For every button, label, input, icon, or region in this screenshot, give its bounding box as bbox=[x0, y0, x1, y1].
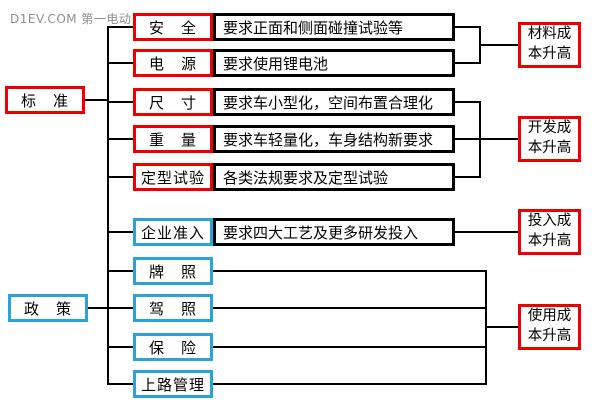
bracket3-line-insurance bbox=[212, 346, 487, 348]
branch-line-power bbox=[107, 62, 134, 64]
branch-line-enterprise-access bbox=[107, 231, 134, 233]
branch-line-road-management bbox=[107, 383, 134, 385]
desc-type-test: 各类法规要求及定型试验 bbox=[213, 163, 455, 191]
bracket2-stub-weight bbox=[454, 138, 481, 140]
branch-line-safety bbox=[107, 26, 134, 28]
bracket3-line-license-plate bbox=[212, 270, 487, 272]
trunk-line bbox=[107, 26, 109, 385]
outcome-investment-cost: 投入成 本升高 bbox=[518, 209, 581, 255]
node-size: 尺 寸 bbox=[133, 88, 213, 116]
node-insurance: 保 险 bbox=[133, 333, 213, 361]
node-policy: 政 策 bbox=[8, 294, 88, 322]
bracket2-stub-type-test bbox=[454, 176, 481, 178]
bracket1-connector bbox=[479, 44, 518, 46]
bracket3-line-road-management bbox=[212, 383, 487, 385]
outcome-development-cost: 开发成 本升高 bbox=[518, 116, 581, 162]
node-drivers-license: 驾 照 bbox=[133, 294, 213, 322]
bracket1-stub-safety bbox=[454, 26, 481, 28]
node-type-test: 定型试验 bbox=[133, 163, 213, 191]
bracket2-stub-size bbox=[454, 101, 481, 103]
desc-size: 要求车小型化，空间布置合理化 bbox=[213, 88, 455, 116]
node-power: 电 源 bbox=[133, 49, 213, 77]
watermark-logo: D1EV.COM 第一电动 bbox=[10, 12, 132, 26]
bracket3-connector bbox=[485, 326, 518, 328]
node-road-management: 上路管理 bbox=[133, 370, 213, 398]
bracket2-connector bbox=[479, 138, 518, 140]
branch-line-weight bbox=[107, 138, 134, 140]
enterprise-to-investment-line bbox=[454, 231, 518, 233]
outcome-material-cost: 材料成 本升高 bbox=[518, 22, 581, 68]
bracket1-stub-power bbox=[454, 62, 481, 64]
node-license-plate: 牌 照 bbox=[133, 257, 213, 285]
branch-line-type-test bbox=[107, 176, 134, 178]
node-standard: 标 准 bbox=[5, 86, 85, 114]
desc-enterprise-access: 要求四大工艺及更多研发投入 bbox=[213, 218, 455, 246]
branch-line-insurance bbox=[107, 346, 134, 348]
bracket3-line-drivers-license bbox=[212, 307, 487, 309]
desc-power: 要求使用锂电池 bbox=[213, 49, 455, 77]
branch-line-drivers-license bbox=[107, 307, 134, 309]
branch-line-size bbox=[107, 101, 134, 103]
outcome-usage-cost: 使用成 本升高 bbox=[518, 304, 581, 350]
desc-weight: 要求车轻量化，车身结构新要求 bbox=[213, 125, 455, 153]
branch-line-license-plate bbox=[107, 270, 134, 272]
policy-connector-line bbox=[88, 307, 108, 309]
node-safety: 安 全 bbox=[133, 13, 213, 41]
desc-safety: 要求正面和侧面碰撞试验等 bbox=[213, 13, 455, 41]
standard-connector-line bbox=[85, 99, 108, 101]
node-enterprise-access: 企业准入 bbox=[133, 218, 213, 246]
node-weight: 重 量 bbox=[133, 125, 213, 153]
